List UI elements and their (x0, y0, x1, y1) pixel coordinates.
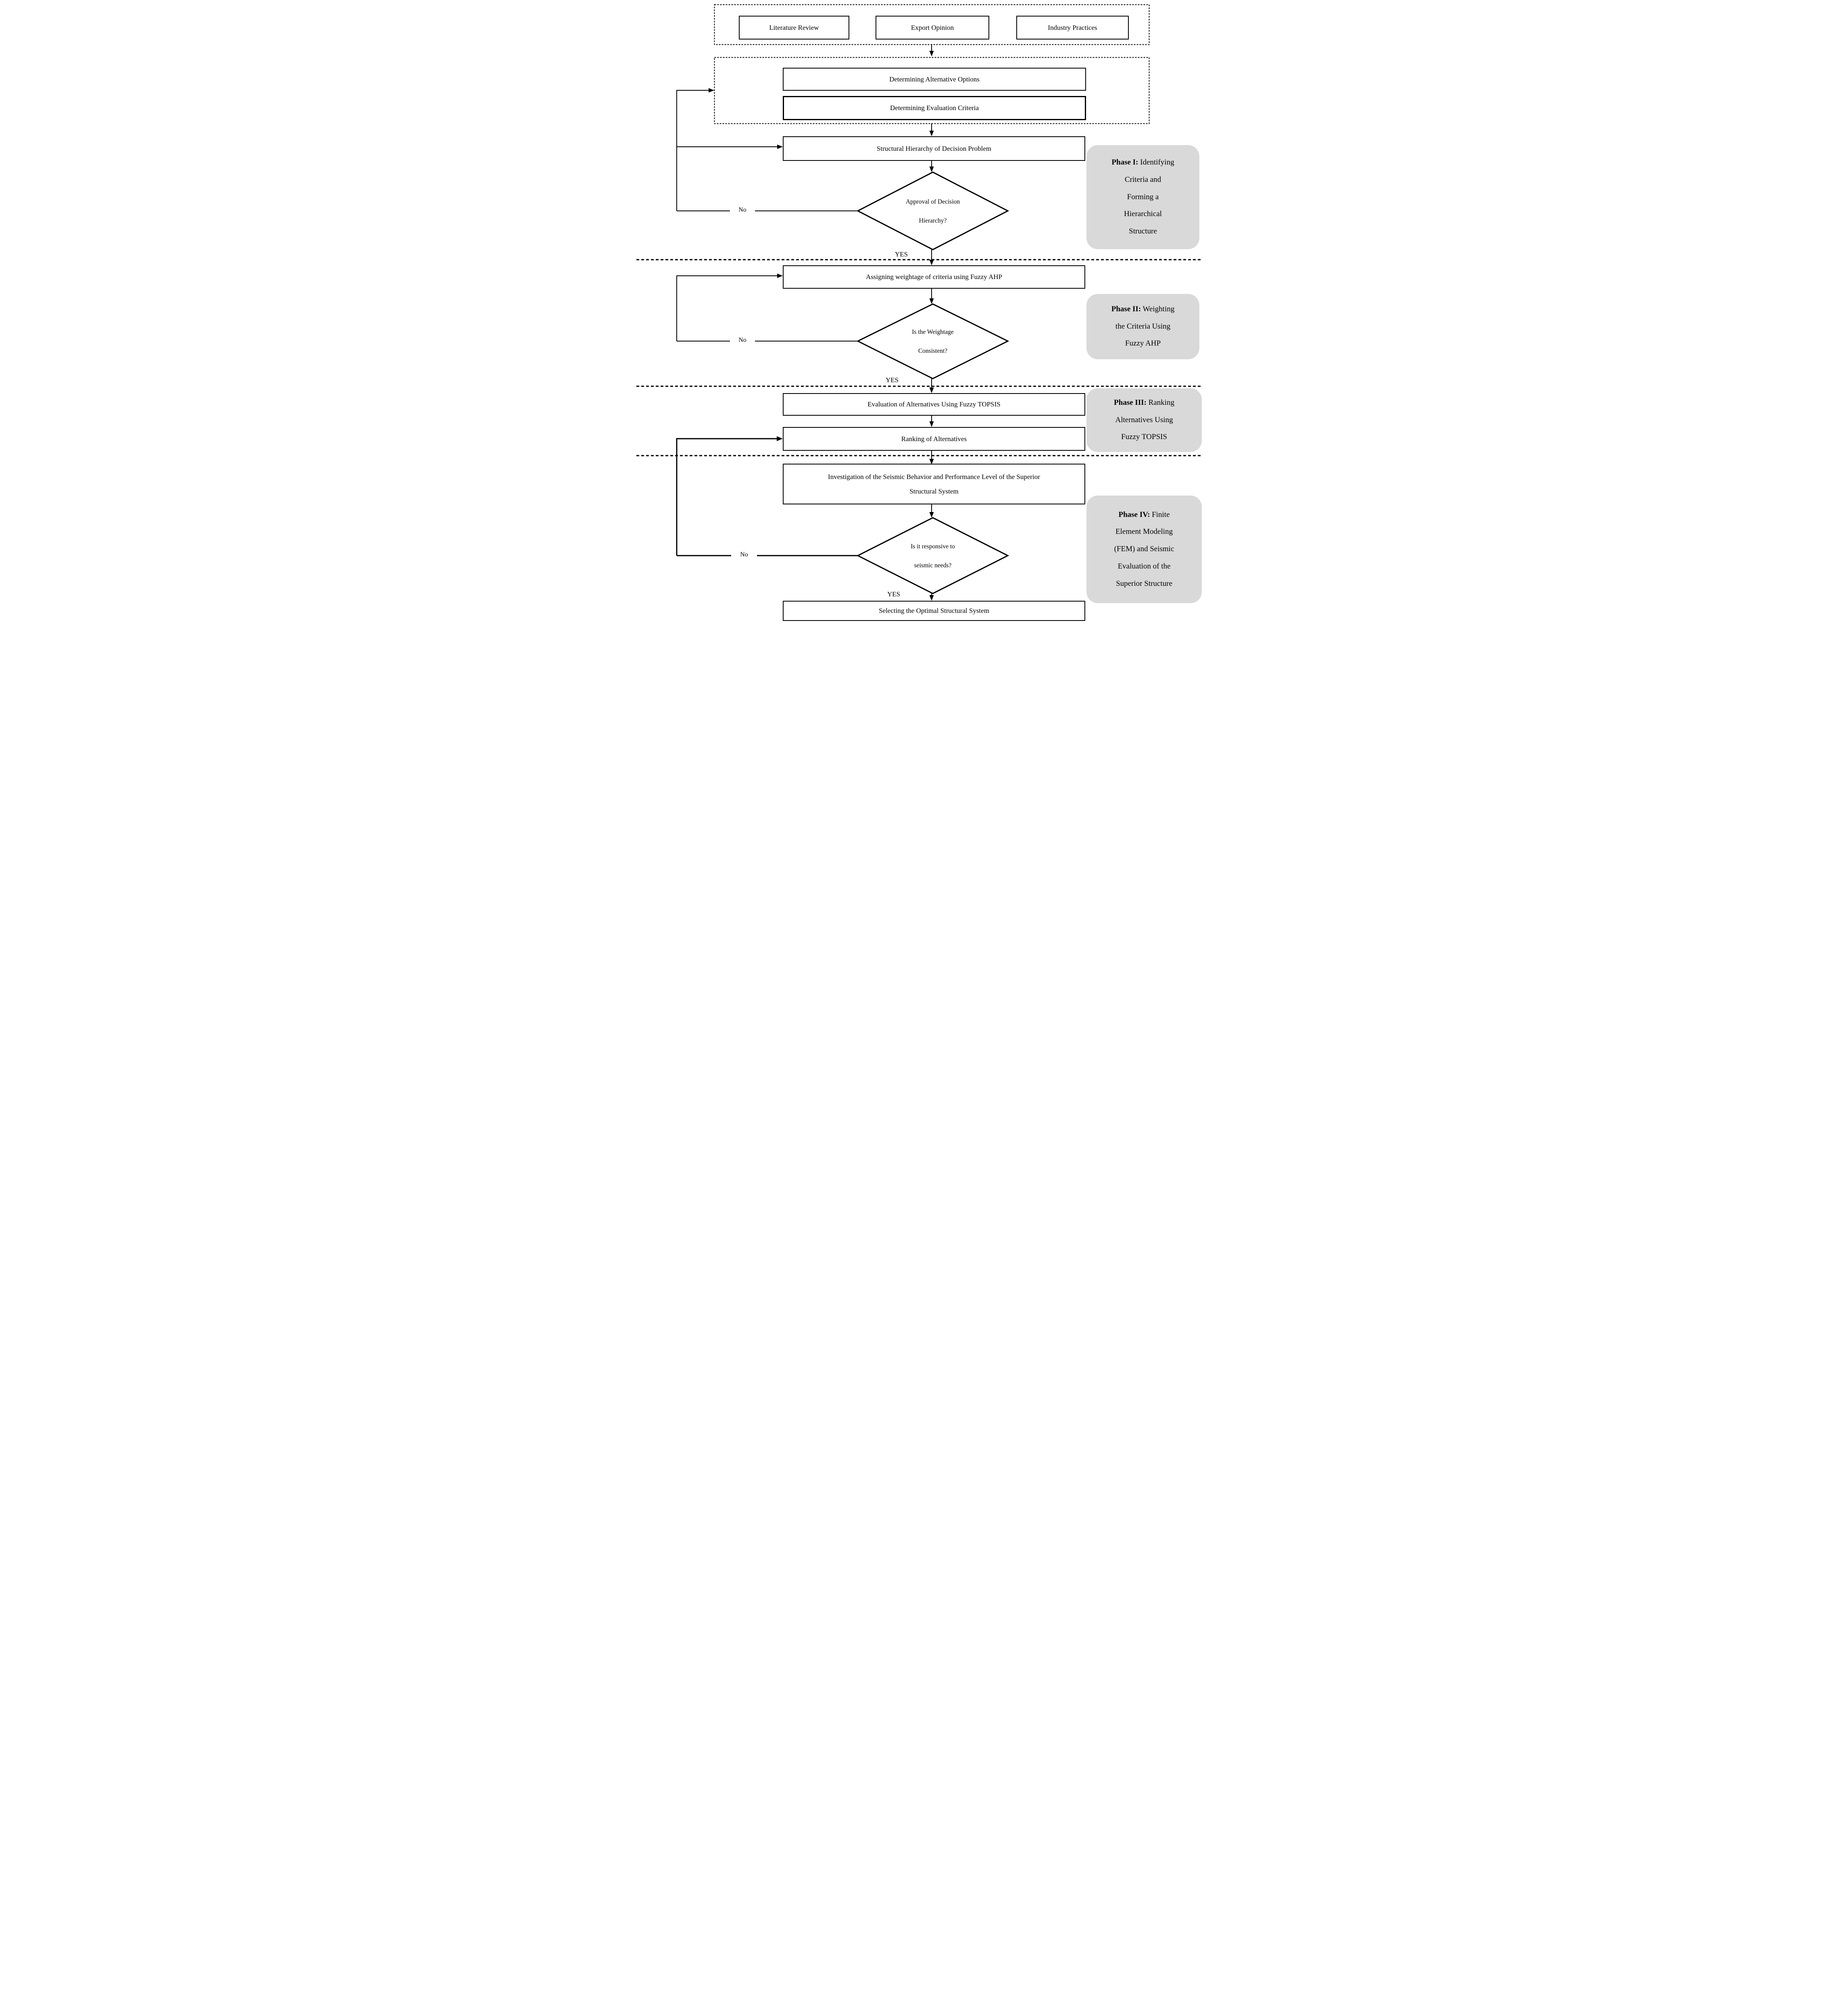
decision-diamond-approval (856, 171, 1009, 250)
box-literature-review: Literature Review (739, 16, 849, 40)
arrow-down-icon (929, 459, 934, 464)
yes-label-1: YES (894, 250, 908, 258)
flowchart-connectors (636, 4, 1203, 601)
box-ranking-alternatives: Ranking of Alternatives (783, 427, 1085, 451)
decision-seismic-text: Is it responsive to seismic needs? (872, 537, 993, 575)
arrow-down-icon (929, 298, 934, 304)
box-determining-alternative-options: Determining Alternative Options (783, 68, 1086, 91)
box-determining-evaluation-criteria: Determining Evaluation Criteria (783, 96, 1086, 120)
arrow-down-icon (929, 260, 934, 265)
arrow-down-icon (929, 387, 934, 393)
box-assigning-weightage: Assigning weightage of criteria using Fu… (783, 265, 1085, 289)
yes-label-3: YES (887, 590, 901, 598)
decision-diamond-seismic (856, 517, 1009, 594)
investigation-line2: Structural System (909, 487, 959, 495)
decision-approval-line2: Hierarchy? (919, 217, 947, 224)
flowchart-figure: Literature Review Export Opinion Industr… (633, 0, 1206, 634)
arrow-down-icon (929, 51, 934, 56)
yes-label-2: YES (885, 376, 899, 384)
no-label-2: No (738, 337, 746, 344)
arrow-down-icon (929, 512, 934, 518)
box-investigation-seismic: Investigation of the Seismic Behavior an… (783, 464, 1085, 504)
box-structural-hierarchy: Structural Hierarchy of Decision Problem (783, 136, 1085, 161)
arrow-down-icon (929, 595, 934, 601)
decision-consistency-line2: Consistent? (918, 348, 948, 354)
arrow-down-icon (929, 131, 934, 136)
arrow-right-icon (777, 273, 783, 278)
arrow-right-icon (777, 436, 783, 441)
investigation-line1: Investigation of the Seismic Behavior an… (828, 473, 1040, 481)
decision-seismic-line2: seismic needs? (914, 562, 952, 569)
arrow-down-icon (929, 421, 934, 427)
decision-consistency-text: Is the Weightage Consistent? (872, 323, 993, 360)
no-label-3: No (740, 551, 748, 558)
box-evaluation-alternatives: Evaluation of Alternatives Using Fuzzy T… (783, 393, 1085, 416)
box-selecting-optimal: Selecting the Optimal Structural System (783, 601, 1085, 621)
no-label-1: No (738, 206, 746, 213)
decision-seismic-line1: Is it responsive to (911, 543, 955, 550)
decision-consistency-line1: Is the Weightage (912, 329, 954, 335)
arrow-right-icon (709, 88, 714, 93)
arrow-down-icon (929, 167, 934, 172)
decision-approval-line1: Approval of Decision (905, 198, 960, 205)
decision-diamond-consistency (856, 303, 1009, 379)
box-export-opinion: Export Opinion (876, 16, 989, 40)
box-industry-practices: Industry Practices (1016, 16, 1129, 40)
arrow-right-icon (777, 144, 783, 149)
decision-approval-text: Approval of Decision Hierarchy? (872, 192, 993, 230)
